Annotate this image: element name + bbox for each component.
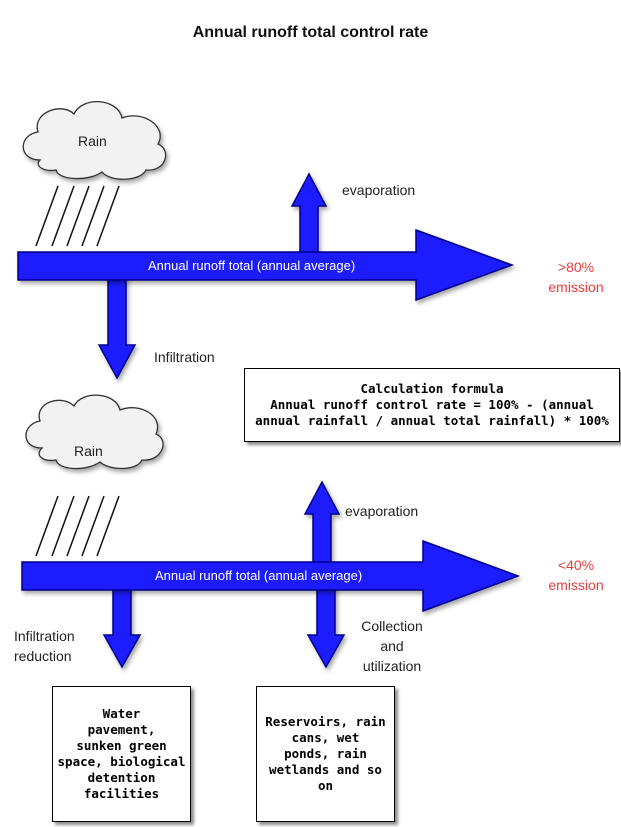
- runoff-total-arrow: [17, 228, 515, 302]
- box-line: ponds, rain: [284, 746, 367, 761]
- emission-label: emission: [548, 279, 604, 295]
- arrow-label: Annual runoff total (annual average): [148, 258, 356, 273]
- emission-label-bottom: emission: [548, 577, 604, 593]
- infiltration-reduction-arrow: [102, 577, 142, 669]
- evaporation-label: evaporation: [342, 182, 416, 198]
- collection-label-1: Collection: [361, 618, 423, 634]
- emission-percent-bottom: <40%: [557, 557, 595, 573]
- rain-lines-icon-bottom: [35, 495, 120, 557]
- cloud-label: Rain: [78, 133, 107, 149]
- formula-box: Calculation formula Annual runoff contro…: [244, 368, 620, 442]
- box-line: Water: [102, 706, 141, 721]
- box-line: wetlands and so: [269, 762, 382, 777]
- box-line: cans, wet: [291, 730, 360, 745]
- infiltration-reduction-label-2: reduction: [14, 648, 72, 664]
- cloud-label-bottom: Rain: [74, 443, 103, 459]
- box-line: facilities: [83, 786, 160, 801]
- evaporation-arrow-bottom: [303, 480, 341, 568]
- box-line: on: [317, 778, 334, 793]
- collection-arrow: [306, 577, 346, 669]
- infiltration-reduction-label-1: Infiltration: [14, 628, 75, 644]
- formula-line-1: Annual runoff control rate = 100% - (ann…: [270, 397, 594, 412]
- page-title: Annual runoff total control rate: [192, 24, 429, 41]
- infiltration-measures-box: Water pavement, sunken green space, biol…: [52, 686, 191, 822]
- evaporation-label-bottom: evaporation: [345, 503, 419, 519]
- collection-label-2: and: [380, 638, 404, 654]
- rain-cloud-icon-bottom: [25, 394, 164, 470]
- box-line: space, biological: [57, 754, 186, 769]
- emission-percent: >80%: [557, 259, 595, 275]
- box-line: Reservoirs, rain: [265, 714, 386, 729]
- box-line: sunken green: [76, 738, 167, 753]
- arrow-label-bottom: Annual runoff total (annual average): [155, 568, 363, 583]
- box-line: detention: [87, 770, 156, 785]
- collection-label-3: utilization: [362, 658, 422, 674]
- infiltration-arrow: [97, 265, 137, 380]
- evaporation-arrow: [290, 172, 328, 259]
- formula-line-2: annual rainfall / annual total rainfall)…: [255, 413, 609, 428]
- box-line: pavement,: [87, 722, 156, 737]
- collection-measures-box: Reservoirs, rain cans, wet ponds, rain w…: [256, 686, 395, 822]
- rain-cloud-icon: [22, 101, 167, 180]
- formula-heading: Calculation formula: [360, 381, 504, 396]
- rain-lines-icon: [35, 185, 120, 247]
- runoff-total-arrow-bottom: [21, 539, 521, 613]
- infiltration-label: Infiltration: [154, 349, 215, 365]
